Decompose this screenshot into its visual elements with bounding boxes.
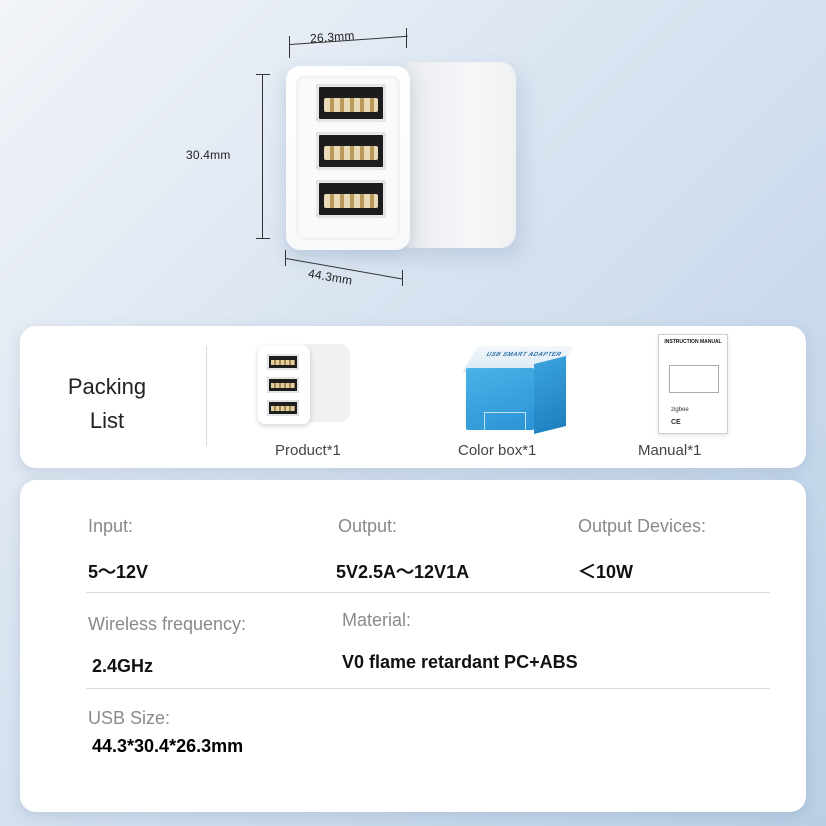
spec-divider-2 bbox=[86, 688, 770, 689]
product-thumbnail-port-1 bbox=[267, 354, 299, 370]
height-tick-bottom bbox=[256, 238, 270, 239]
adapter-front-face bbox=[286, 66, 410, 250]
height-label: 30.4mm bbox=[186, 148, 231, 162]
packing-list-card: Packing List Product*1 USB SMART ADAPTER… bbox=[20, 326, 806, 468]
packing-title-line1: Packing bbox=[67, 374, 147, 399]
product-thumbnail-side bbox=[304, 344, 350, 422]
packing-divider bbox=[206, 346, 207, 446]
wireless-label: Wireless frequency: bbox=[88, 614, 247, 634]
width-tick-right bbox=[406, 28, 407, 48]
product-hero: 26.3mm 30.4mm 44.3mm bbox=[0, 0, 826, 310]
height-dimension-line bbox=[262, 74, 263, 238]
output-devices-value: ＜10W bbox=[578, 562, 634, 582]
product-thumbnail bbox=[258, 342, 350, 424]
packing-list-title: Packing List bbox=[52, 370, 162, 438]
width-label: 26.3mm bbox=[309, 28, 355, 46]
color-box-text: USB SMART ADAPTER bbox=[484, 352, 563, 358]
output-value: 5V2.5A～12V1A bbox=[336, 562, 470, 582]
manual-thumbnail: INSTRUCTION MANUAL zigbee CE bbox=[658, 334, 728, 434]
usb-port-2 bbox=[316, 132, 386, 170]
adapter-port-panel bbox=[296, 76, 400, 240]
input-label: Input: bbox=[88, 516, 134, 536]
height-tick-top bbox=[256, 74, 270, 75]
depth-tick-right bbox=[402, 270, 403, 286]
usb-size-label: USB Size: bbox=[88, 708, 171, 728]
color-box-item-label: Color box*1 bbox=[458, 442, 537, 459]
material-value: V0 flame retardant PC+ABS bbox=[342, 652, 578, 672]
color-box-side bbox=[534, 356, 566, 434]
manual-item-label: Manual*1 bbox=[638, 442, 702, 459]
manual-title: INSTRUCTION MANUAL bbox=[664, 339, 722, 345]
spec-divider-1 bbox=[86, 592, 770, 593]
wireless-value: 2.4GHz bbox=[92, 656, 154, 676]
material-label: Material: bbox=[342, 610, 412, 630]
color-box-front bbox=[466, 368, 534, 452]
specifications-card: Input: 5～12V Output: 5V2.5A～12V1A Output… bbox=[20, 480, 806, 812]
manual-zigbee-logo: zigbee bbox=[671, 407, 689, 413]
input-value: 5～12V bbox=[88, 562, 149, 582]
usb-port-3 bbox=[316, 180, 386, 218]
output-label: Output: bbox=[338, 516, 398, 536]
packing-title-line2: List bbox=[89, 408, 125, 433]
product-thumbnail-port-2 bbox=[267, 377, 299, 393]
color-box-thumbnail: USB SMART ADAPTER bbox=[460, 338, 574, 452]
width-tick-left bbox=[289, 36, 290, 58]
output-devices-label: Output Devices: bbox=[578, 516, 707, 536]
color-box-icon-panel bbox=[484, 412, 526, 452]
manual-diagram bbox=[669, 365, 719, 393]
adapter-side-face bbox=[404, 62, 516, 248]
product-thumbnail-front bbox=[258, 346, 310, 424]
product-item-label: Product*1 bbox=[275, 442, 341, 459]
depth-tick-left bbox=[285, 250, 286, 266]
usb-size-value: 44.3*30.4*26.3mm bbox=[92, 736, 244, 756]
product-thumbnail-port-3 bbox=[267, 400, 299, 416]
manual-ce-mark: CE bbox=[671, 419, 681, 426]
usb-port-1 bbox=[316, 84, 386, 122]
